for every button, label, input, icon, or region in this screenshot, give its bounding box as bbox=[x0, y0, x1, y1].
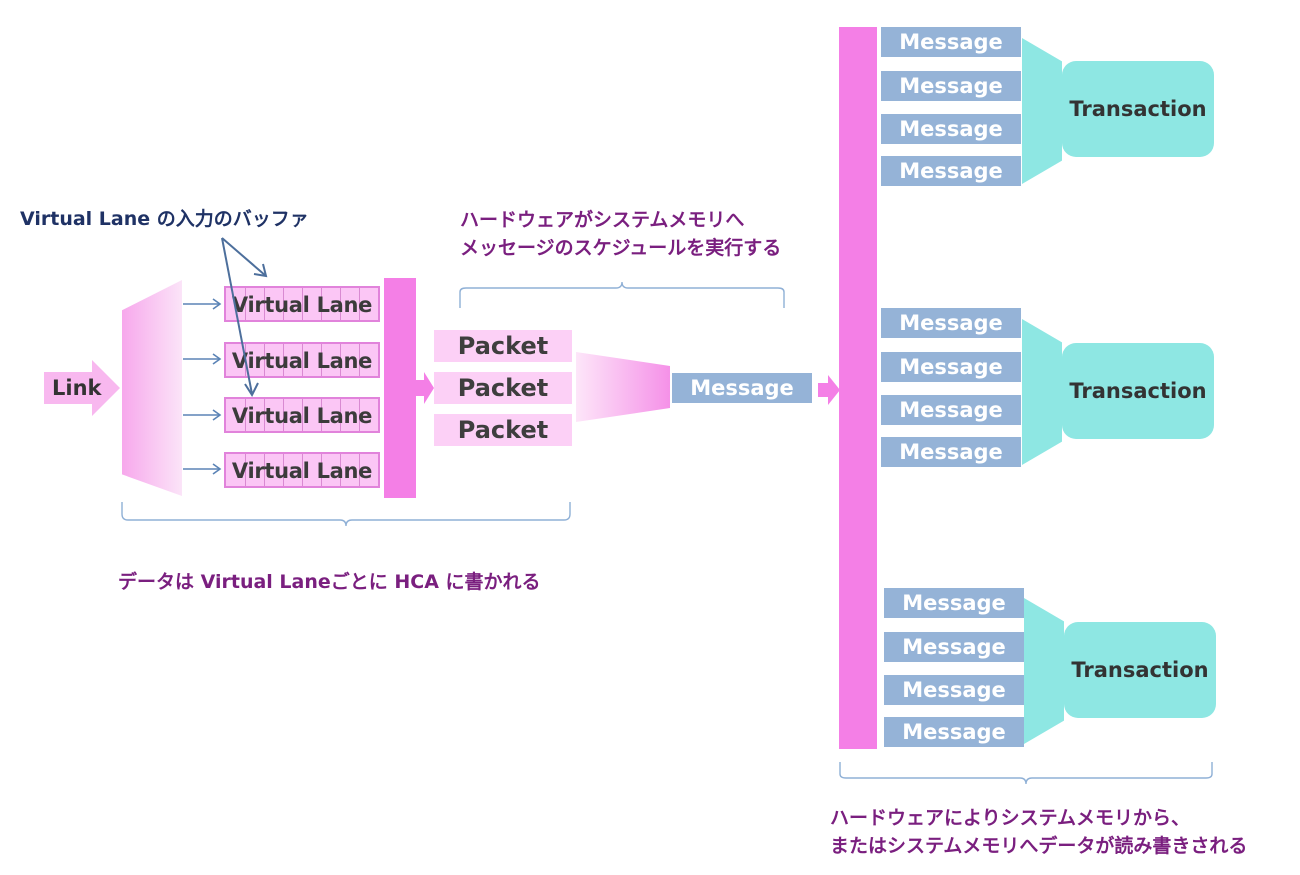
packet-3: Packet bbox=[434, 414, 572, 446]
message-group2-1: Message bbox=[881, 308, 1021, 338]
mux-arrow bbox=[416, 372, 434, 404]
virtual-lane-label: Virtual Lane bbox=[231, 404, 373, 428]
transaction-funnel-1 bbox=[1022, 38, 1062, 184]
lane-arrow-4 bbox=[183, 463, 222, 475]
system-memory-bar bbox=[839, 27, 877, 749]
readwrite-caption-line-1: ハードウェアによりシステムメモリから、 bbox=[830, 807, 1191, 829]
lane-arrow-3 bbox=[183, 409, 222, 421]
message-group1-3: Message bbox=[881, 114, 1021, 144]
hca-mux-bar bbox=[384, 278, 416, 498]
lane-arrow-1 bbox=[183, 298, 222, 310]
readwrite-caption-line-2: またはシステムメモリへデータが読み書きされる bbox=[830, 835, 1248, 857]
write-caption: データは Virtual Laneごとに HCA に書かれる bbox=[118, 571, 541, 593]
virtual-lane-label: Virtual Lane bbox=[231, 349, 373, 373]
message-group1-2: Message bbox=[881, 71, 1021, 101]
schedule-caption: ハードウェアがシステムメモリへ メッセージのスケジュールを実行する bbox=[460, 206, 781, 262]
virtual-lane-label: Virtual Lane bbox=[231, 293, 373, 317]
transaction-funnel-2 bbox=[1022, 319, 1062, 465]
message-group3-2: Message bbox=[884, 632, 1024, 662]
packet-2: Packet bbox=[434, 372, 572, 404]
virtual-lane-label: Virtual Lane bbox=[231, 459, 373, 483]
virtual-lane-buffer-2: Virtual Lane bbox=[224, 342, 380, 378]
message-group2-2: Message bbox=[881, 352, 1021, 382]
schedule-brace bbox=[459, 281, 785, 308]
message-arrow bbox=[818, 375, 840, 405]
message-group1-4: Message bbox=[881, 156, 1021, 186]
transaction-funnel-3 bbox=[1024, 598, 1064, 744]
packet-funnel bbox=[576, 352, 670, 422]
schedule-caption-line-1: ハードウェアがシステムメモリへ bbox=[460, 209, 745, 231]
message-group1-1: Message bbox=[881, 27, 1021, 57]
message-group2-4: Message bbox=[881, 437, 1021, 467]
virtual-lane-buffer-1: Virtual Lane bbox=[224, 286, 380, 322]
input-funnel bbox=[122, 280, 182, 496]
link-arrow bbox=[44, 360, 120, 416]
message-group2-3: Message bbox=[881, 395, 1021, 425]
link-label: Link bbox=[52, 376, 102, 400]
write-brace bbox=[121, 502, 571, 527]
schedule-caption-line-2: メッセージのスケジュールを実行する bbox=[460, 237, 782, 259]
buffer-caption: Virtual Lane の入力のバッファ bbox=[20, 208, 309, 230]
virtual-lane-buffer-4: Virtual Lane bbox=[224, 452, 380, 488]
virtual-lane-buffer-3: Virtual Lane bbox=[224, 397, 380, 433]
transaction-box-3: Transaction bbox=[1064, 622, 1216, 718]
lane-arrow-2 bbox=[183, 353, 222, 365]
transaction-box-2: Transaction bbox=[1062, 343, 1214, 439]
readwrite-brace bbox=[839, 762, 1213, 785]
message-group3-4: Message bbox=[884, 717, 1024, 747]
assembled-message: Message bbox=[672, 373, 812, 403]
readwrite-caption: ハードウェアによりシステムメモリから、 またはシステムメモリへデータが読み書きさ… bbox=[830, 804, 1247, 860]
transaction-box-1: Transaction bbox=[1062, 61, 1214, 157]
packet-1: Packet bbox=[434, 330, 572, 362]
message-group3-3: Message bbox=[884, 675, 1024, 705]
message-group3-1: Message bbox=[884, 588, 1024, 618]
